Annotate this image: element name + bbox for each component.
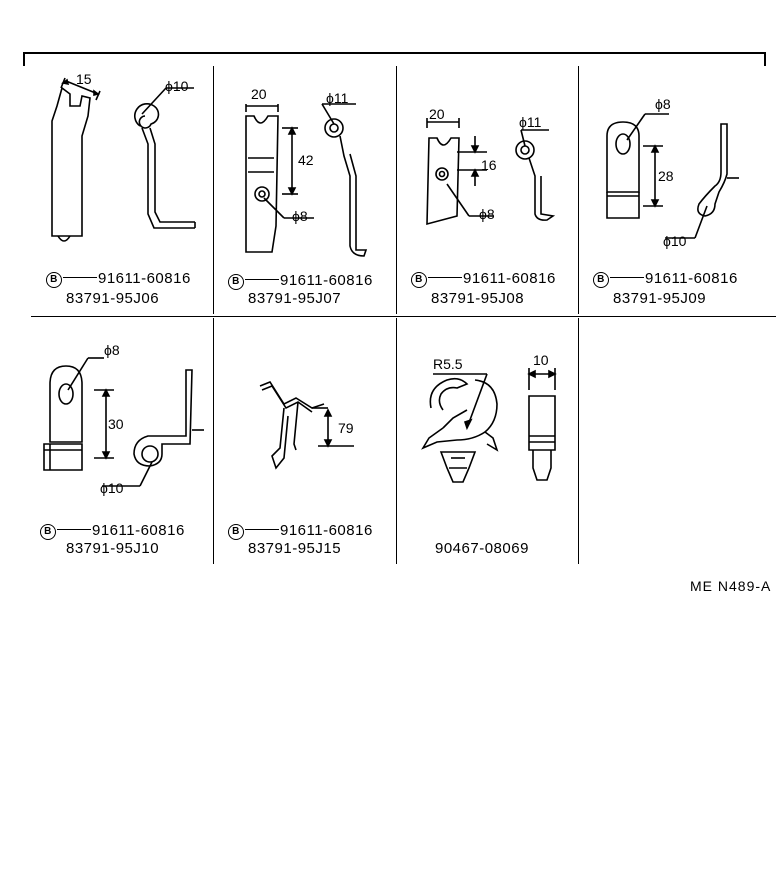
dim-width: 20 bbox=[251, 86, 267, 102]
clamp-cell-95j06: 15 ϕ10 B 91611-60816 83791-95J06 bbox=[30, 66, 213, 316]
clamp-drawing-95j07 bbox=[245, 103, 368, 257]
part-number: 83791-95J10 bbox=[66, 540, 160, 557]
grid-divider bbox=[213, 318, 214, 564]
clamp-drawing-95j09 bbox=[606, 113, 739, 239]
bolt-part-number: 91611-60816 bbox=[463, 270, 556, 287]
bolt-symbol-icon: B bbox=[40, 524, 56, 540]
clamp-drawing-95j15 bbox=[259, 381, 354, 470]
dim-hole-spacing: 16 bbox=[481, 157, 497, 173]
dim-width: 20 bbox=[429, 106, 445, 122]
dim-hole-diameter: ϕ10 bbox=[165, 78, 189, 94]
dim-width: 10 bbox=[533, 352, 549, 368]
dim-hole-diameter: ϕ8 bbox=[104, 342, 120, 358]
bolt-part-number: 91611-60816 bbox=[92, 522, 185, 539]
dim-bolt-hole: ϕ8 bbox=[292, 208, 308, 224]
dim-hole-spacing: 42 bbox=[298, 152, 314, 168]
dim-hole-diameter: ϕ11 bbox=[519, 114, 542, 130]
clamp-drawing-95j06 bbox=[51, 77, 196, 242]
part-number: 83791-95J08 bbox=[431, 290, 525, 307]
dim-length: 79 bbox=[338, 420, 354, 436]
grid-divider bbox=[396, 318, 397, 564]
dim-hole-spacing: 30 bbox=[108, 416, 124, 432]
frame-top-border bbox=[23, 52, 766, 54]
bolt-part-number: 91611-60816 bbox=[280, 272, 373, 289]
bolt-symbol-icon: B bbox=[46, 272, 62, 288]
clip-cell-90467: R5.5 10 90467-08069 bbox=[397, 318, 578, 564]
dim-radius: R5.5 bbox=[433, 356, 463, 372]
bolt-symbol-icon: B bbox=[228, 274, 244, 290]
bolt-reference: B 91611-60816 bbox=[40, 522, 185, 540]
dim-hole-spacing: 28 bbox=[658, 168, 674, 184]
diagram-code: ME N489-A bbox=[690, 578, 772, 594]
part-number: 83791-95J09 bbox=[613, 290, 707, 307]
bolt-part-number: 91611-60816 bbox=[98, 270, 191, 287]
part-number: 90467-08069 bbox=[435, 540, 529, 557]
grid-divider bbox=[578, 66, 579, 314]
grid-row-divider bbox=[31, 316, 776, 317]
clamp-drawing-95j08 bbox=[426, 118, 556, 226]
clip-drawing-90467 bbox=[421, 368, 557, 483]
bolt-reference: B 91611-60816 bbox=[411, 270, 556, 288]
dim-width: 15 bbox=[76, 71, 92, 87]
dim-loop-diameter: ϕ10 bbox=[663, 233, 687, 249]
bolt-reference: B 91611-60816 bbox=[593, 270, 738, 288]
frame-tick-left bbox=[23, 52, 25, 66]
dim-hole-diameter: ϕ8 bbox=[655, 96, 671, 112]
grid-divider bbox=[396, 66, 397, 314]
clamp-cell-95j09: ϕ8 28 ϕ10 B 91611-60816 83791-95J09 bbox=[579, 66, 776, 316]
dim-loop-diameter: ϕ10 bbox=[100, 480, 124, 496]
bolt-reference: B 91611-60816 bbox=[228, 522, 373, 540]
clamp-cell-95j15: 79 B 91611-60816 83791-95J15 bbox=[214, 318, 396, 564]
grid-divider bbox=[213, 66, 214, 314]
bolt-reference: B 91611-60816 bbox=[46, 270, 191, 288]
frame-tick-right bbox=[764, 52, 766, 66]
bolt-symbol-icon: B bbox=[593, 272, 609, 288]
bolt-part-number: 91611-60816 bbox=[280, 522, 373, 539]
part-number: 83791-95J06 bbox=[66, 290, 160, 307]
bolt-symbol-icon: B bbox=[411, 272, 427, 288]
clamp-drawing-95j10 bbox=[43, 357, 204, 487]
dim-bolt-hole: ϕ8 bbox=[479, 206, 495, 222]
part-number: 83791-95J07 bbox=[248, 290, 342, 307]
clamp-cell-95j07: 20 ϕ11 42 ϕ8 B 91611-60816 83791-95J07 bbox=[214, 66, 396, 316]
grid-divider bbox=[578, 318, 579, 564]
bolt-part-number: 91611-60816 bbox=[645, 270, 738, 287]
dim-hole-diameter: ϕ11 bbox=[326, 90, 349, 106]
clamp-cell-95j10: ϕ8 30 ϕ10 B 91611-60816 83791-95J10 bbox=[30, 318, 213, 564]
bolt-reference: B 91611-60816 bbox=[228, 272, 373, 290]
bolt-symbol-icon: B bbox=[228, 524, 244, 540]
part-number: 83791-95J15 bbox=[248, 540, 342, 557]
clamp-cell-95j08: 20 ϕ11 16 ϕ8 B 91611-60816 83791-95J08 bbox=[397, 66, 578, 316]
